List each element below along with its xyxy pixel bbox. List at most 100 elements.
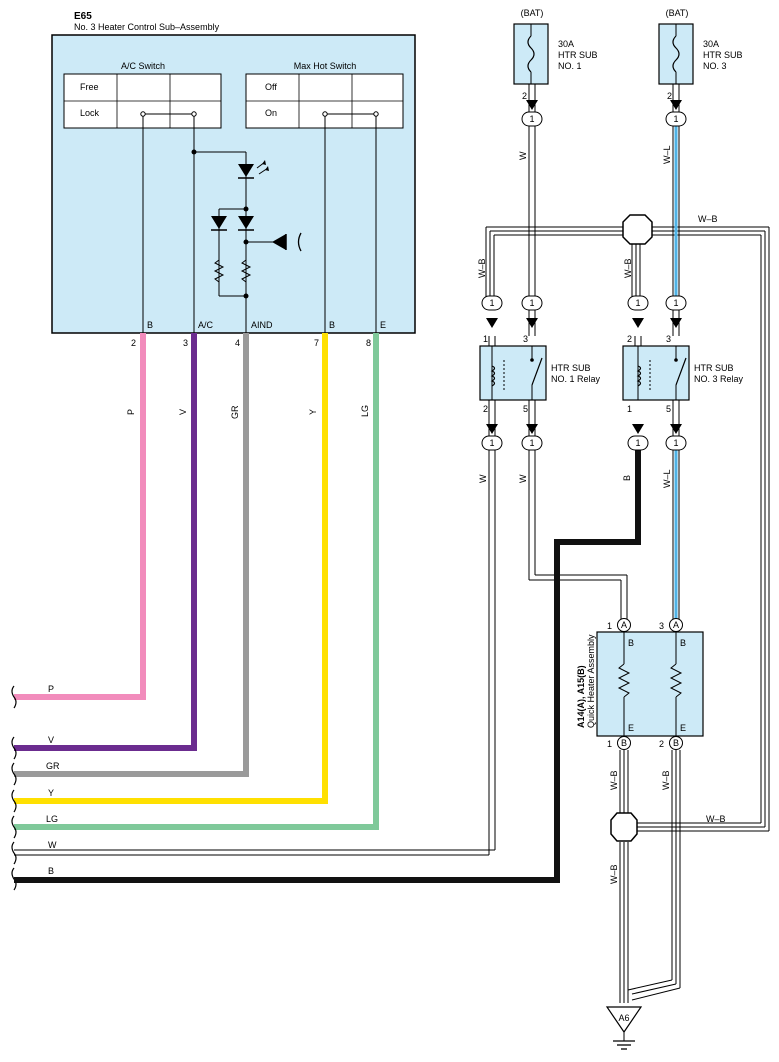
wb-top-bus: [485, 226, 770, 831]
fuse-name: HTR SUB: [558, 50, 598, 60]
component-id: E65: [74, 11, 92, 22]
wire-color-label: W–B: [609, 864, 619, 884]
wire-color-label: P: [126, 409, 136, 415]
wire-v: [14, 333, 197, 751]
fuse-source: (BAT): [521, 8, 544, 18]
fuse-icon: [527, 35, 535, 73]
connector-icon: 1: [481, 435, 503, 451]
pin-number: 2: [131, 338, 136, 348]
relay-name: HTR SUB: [551, 363, 591, 373]
fuse-name: HTR SUB: [703, 50, 743, 60]
relay-htr-sub-no3: 2 3 HTR SUB NO. 3 Relay 1 5: [622, 334, 744, 414]
wire-color-label: W–B: [477, 258, 487, 278]
top-splice-wire-label: W–B: [698, 214, 718, 224]
pin-number: 2: [667, 91, 672, 101]
connector-label: 1: [635, 438, 640, 448]
relay-name: NO. 1 Relay: [551, 374, 601, 384]
left-wire-label: P: [48, 684, 54, 694]
wire-color-label: W: [478, 474, 488, 483]
ac-switch-free: Free: [80, 82, 99, 92]
wire-color-label: LG: [360, 405, 370, 417]
wire-b-black: [14, 440, 641, 883]
wire-color-label: W–L: [662, 145, 672, 164]
resistor-icon: [213, 256, 225, 286]
left-wire-label: Y: [48, 788, 54, 798]
quick-heater-ref: A14(A), A15(B): [576, 665, 586, 728]
zener-diode-icon: [272, 232, 302, 252]
splice-point-icon: [610, 812, 638, 842]
pin-number: 5: [666, 404, 671, 414]
fuse-amps: 30A: [558, 39, 574, 49]
quick-heater-assembly: A14(A), A15(B) Quick Heater Assembly 1 A…: [576, 618, 704, 750]
relay-name: HTR SUB: [694, 363, 734, 373]
relay-coil-icon: [636, 365, 642, 387]
pin-number: 2: [522, 91, 527, 101]
fuse-number: NO. 3: [703, 61, 727, 71]
left-wire-label: V: [48, 735, 54, 745]
connector-icon: 1: [627, 435, 649, 451]
pin-number: 3: [523, 334, 528, 344]
heater-control-sub-assembly: E65 No. 3 Heater Control Sub–Assembly A/…: [51, 11, 416, 348]
max-hot-switch-off: Off: [265, 82, 277, 92]
fuse-relay-wires: [528, 84, 680, 336]
wire-color-label: V: [178, 409, 188, 415]
connector-letter: B: [673, 738, 679, 748]
quick-heater-name: Quick Heater Assembly: [586, 634, 596, 728]
resistor-icon: [240, 256, 252, 286]
wire-color-label: W–L: [662, 469, 672, 488]
relay-contact-icon: [675, 357, 687, 386]
pin-number: 4: [235, 338, 240, 348]
connector-icon: 1: [481, 295, 503, 311]
pin-arrows: [486, 100, 682, 434]
fuse-htr-sub-no1: (BAT) 30A HTR SUB NO. 1 2: [513, 8, 598, 101]
led-icon: [238, 160, 269, 179]
connector-icon: 1: [521, 111, 543, 127]
connector-label: 1: [489, 438, 494, 448]
connector-icon: 1: [627, 295, 649, 311]
relay-htr-sub-no1: 1 3 HTR SUB NO. 1 Relay 2 5: [479, 334, 601, 414]
connector-label: 1: [489, 298, 494, 308]
terminal-label: E: [380, 320, 386, 330]
component-name: No. 3 Heater Control Sub–Assembly: [74, 22, 220, 32]
wire-color-label: W–B: [623, 258, 633, 278]
connector-label: 1: [529, 114, 534, 124]
pin-number: 2: [483, 404, 488, 414]
connector-label: 1: [529, 438, 534, 448]
pin-number: 8: [366, 338, 371, 348]
relay-coil-icon: [490, 365, 496, 387]
ground-label: A6: [618, 1013, 629, 1023]
wire-y: [14, 333, 328, 804]
connector-icon: 1: [521, 295, 543, 311]
connector-label: 1: [635, 298, 640, 308]
ground-point-a6: A6: [605, 1006, 643, 1050]
ac-switch-title: A/C Switch: [121, 61, 165, 71]
wire-gr: [14, 333, 249, 777]
ground-icon: [605, 1006, 643, 1034]
terminal-label: E: [680, 723, 686, 733]
connector-label: 1: [529, 298, 534, 308]
connector-label: 1: [673, 298, 678, 308]
left-wire-label: B: [48, 866, 54, 876]
terminal-label: B: [628, 638, 634, 648]
connector-icon: 1: [665, 435, 687, 451]
max-hot-switch-on: On: [265, 108, 277, 118]
terminal-label: B: [147, 320, 153, 330]
wire-color-label: Y: [308, 409, 318, 415]
connector-letter: B: [621, 738, 627, 748]
pin-number: 1: [607, 621, 612, 631]
wire-color-label: W–B: [706, 814, 726, 824]
relay-name: NO. 3 Relay: [694, 374, 744, 384]
wire-p: [14, 333, 146, 700]
relay-lower-wires: [14, 336, 680, 856]
terminal-label: B: [680, 638, 686, 648]
left-wire-label: GR: [46, 761, 60, 771]
fuse-amps: 30A: [703, 39, 719, 49]
connector-label: 1: [673, 114, 678, 124]
left-wire-label: W: [48, 840, 57, 850]
terminal-label: A/C: [198, 320, 214, 330]
diode-icon: [238, 216, 254, 231]
wire-color-label: W–B: [609, 770, 619, 790]
module-harness: [14, 333, 379, 830]
left-wire-label: LG: [46, 814, 58, 824]
